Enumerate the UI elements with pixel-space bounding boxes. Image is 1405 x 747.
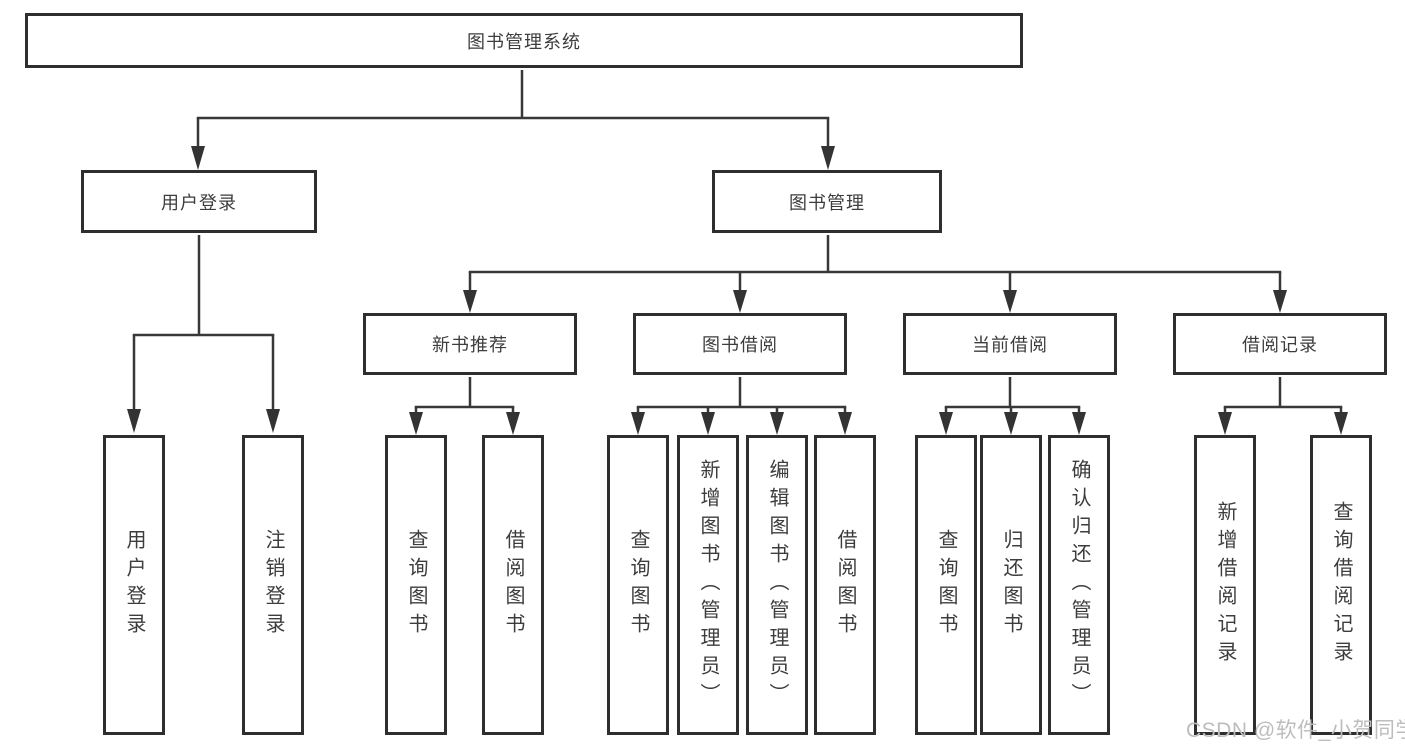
leaf-label: 借阅图书 bbox=[834, 529, 856, 641]
leaf-borrow-books: 借阅图书 bbox=[814, 435, 876, 735]
leaf-borrow-books-recommend: 借阅图书 bbox=[482, 435, 544, 735]
leaf-logout: 注销登录 bbox=[242, 435, 304, 735]
leaf-label: 查询借阅记录 bbox=[1330, 501, 1352, 669]
leaf-label: 编辑图书（管理员） bbox=[766, 459, 788, 711]
node-label: 图书管理 bbox=[789, 192, 865, 213]
leaf-label: 查询图书 bbox=[935, 529, 957, 641]
csdn-watermark: CSDN @软件_小贺同学 bbox=[1186, 719, 1405, 742]
leaf-confirm-return-admin: 确认归还（管理员） bbox=[1048, 435, 1110, 735]
leaf-add-book-admin: 新增图书（管理员） bbox=[677, 435, 739, 735]
leaf-query-books-current: 查询图书 bbox=[915, 435, 977, 735]
node-borrow-records: 借阅记录 bbox=[1173, 313, 1387, 375]
node-label: 当前借阅 bbox=[972, 335, 1048, 355]
connector-user-login-children bbox=[127, 235, 280, 433]
connector-root-to-level2 bbox=[191, 70, 835, 170]
leaf-label: 注销登录 bbox=[262, 529, 284, 641]
connector-current-borrow-children bbox=[939, 377, 1086, 435]
node-book-borrow: 图书借阅 bbox=[633, 313, 847, 375]
leaf-label: 查询图书 bbox=[627, 529, 649, 641]
node-root-library-system: 图书管理系统 bbox=[25, 13, 1023, 68]
leaf-query-borrow-record: 查询借阅记录 bbox=[1310, 435, 1372, 735]
node-new-book-recommend: 新书推荐 bbox=[363, 313, 577, 375]
leaf-label: 归还图书 bbox=[1000, 529, 1022, 641]
leaf-label: 确认归还（管理员） bbox=[1068, 459, 1090, 711]
leaf-label: 查询图书 bbox=[405, 529, 427, 641]
leaf-user-login: 用户登录 bbox=[103, 435, 165, 735]
leaf-label: 新增图书（管理员） bbox=[697, 459, 719, 711]
leaf-label: 新增借阅记录 bbox=[1214, 501, 1236, 669]
node-label: 图书管理系统 bbox=[467, 31, 581, 52]
leaf-add-borrow-record: 新增借阅记录 bbox=[1194, 435, 1256, 735]
leaf-query-books-borrow: 查询图书 bbox=[607, 435, 669, 735]
node-book-management: 图书管理 bbox=[712, 170, 942, 233]
leaf-label: 用户登录 bbox=[123, 529, 145, 641]
node-user-login: 用户登录 bbox=[81, 170, 317, 233]
node-label: 用户登录 bbox=[161, 192, 237, 213]
node-current-borrow: 当前借阅 bbox=[903, 313, 1117, 375]
node-label: 借阅记录 bbox=[1242, 335, 1318, 355]
connector-borrow-records-children bbox=[1218, 377, 1348, 435]
leaf-return-book: 归还图书 bbox=[980, 435, 1042, 735]
leaf-label: 借阅图书 bbox=[502, 529, 524, 641]
leaf-query-books-recommend: 查询图书 bbox=[385, 435, 447, 735]
connector-new-book-recommend-children bbox=[409, 377, 520, 435]
connector-book-management-children bbox=[463, 235, 1287, 313]
node-label: 图书借阅 bbox=[702, 335, 778, 355]
node-label: 新书推荐 bbox=[432, 335, 508, 355]
connector-book-borrow-children bbox=[631, 377, 852, 435]
leaf-edit-book-admin: 编辑图书（管理员） bbox=[746, 435, 808, 735]
